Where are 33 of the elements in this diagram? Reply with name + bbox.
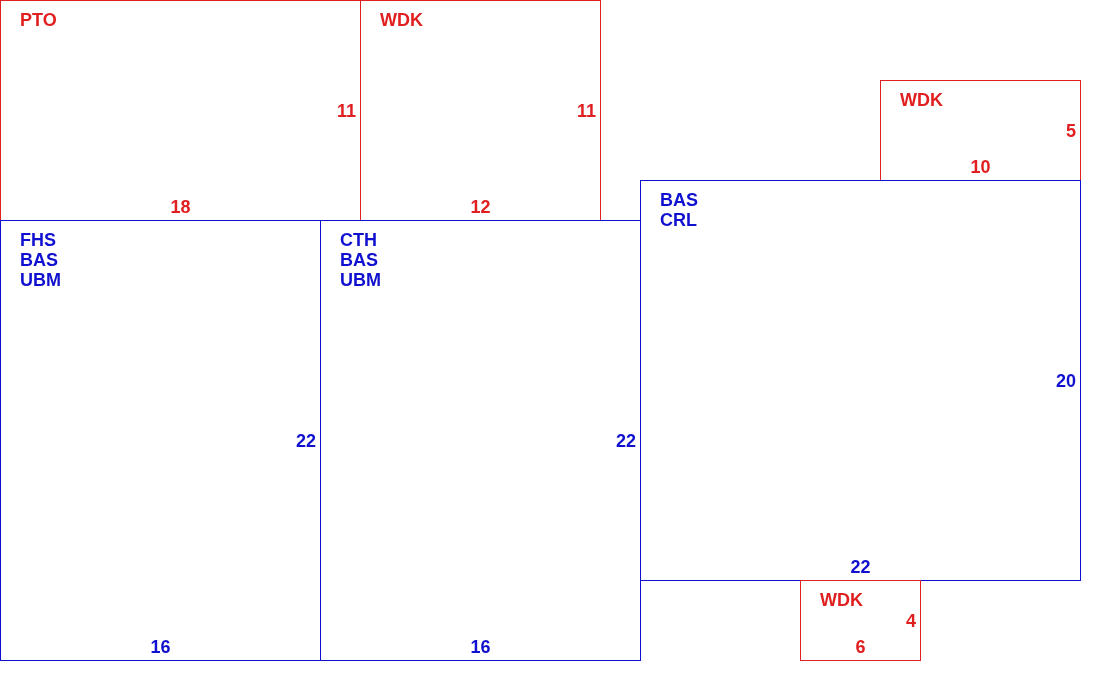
area-code: FHS (20, 230, 56, 250)
area-code: CTH (340, 230, 377, 250)
dimension-label: 10 (970, 157, 991, 177)
area-code: UBM (20, 270, 61, 290)
dimension-label: 22 (615, 430, 636, 451)
room-outline (800, 580, 921, 661)
dimension-label: 11 (336, 100, 356, 121)
area-code: CRL (660, 210, 697, 230)
dimension-label: 16 (470, 637, 491, 657)
dimension-label: 6 (855, 637, 866, 657)
area-code: BAS (20, 250, 58, 270)
area-code: BAS (340, 250, 378, 270)
dimension-label: 18 (170, 197, 191, 217)
room-outline (0, 0, 361, 221)
dimension-label: 16 (150, 637, 171, 657)
area-code: BAS (660, 190, 698, 210)
dimension-label: 11 (576, 100, 596, 121)
room-outline (880, 80, 1081, 181)
area-code: WDK (900, 90, 943, 110)
dimension-label: 4 (906, 610, 916, 631)
dimension-label: 5 (1066, 120, 1076, 141)
room-outline (320, 220, 641, 661)
room-outline (0, 220, 321, 661)
dimension-label: 22 (295, 430, 316, 451)
dimension-label: 22 (850, 557, 871, 577)
area-code: WDK (380, 10, 423, 30)
area-code: UBM (340, 270, 381, 290)
dimension-label: 20 (1055, 370, 1076, 391)
area-code: WDK (820, 590, 863, 610)
room-outline (640, 180, 1081, 581)
dimension-label: 12 (470, 197, 491, 217)
area-code: PTO (20, 10, 57, 30)
room-outline (360, 0, 601, 221)
